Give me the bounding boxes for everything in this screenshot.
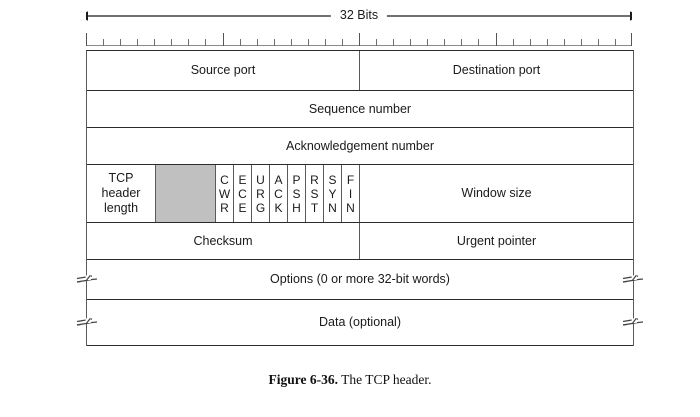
field-acknowledgement-number: Acknowledgement number bbox=[286, 138, 434, 153]
ruler-tick-major bbox=[86, 33, 87, 46]
ruler-tick-major bbox=[359, 33, 360, 46]
flag-bit-cwr-line-2: W bbox=[218, 186, 231, 201]
figure-number: Figure 6-36. bbox=[268, 372, 339, 387]
ruler-tick-minor bbox=[325, 39, 326, 46]
ruler-tick-minor bbox=[308, 39, 309, 46]
flag-bit-ece-line-3: E bbox=[238, 200, 247, 215]
ruler-tick-minor bbox=[274, 39, 275, 46]
field-checksum: Checksum bbox=[87, 223, 360, 259]
bit-width-label: 32 Bits bbox=[330, 7, 388, 23]
figure-caption: Figure 6-36. The TCP header. bbox=[0, 372, 700, 388]
field-source-port: Source port bbox=[87, 51, 360, 90]
ruler-tick-minor bbox=[461, 39, 462, 46]
flag-bit-rst-line-3: T bbox=[310, 200, 319, 215]
flag-bit-psh-line-1: P bbox=[292, 172, 301, 187]
row-ports: Source port Destination port bbox=[87, 51, 633, 91]
field-urgent-pointer: Urgent pointer bbox=[456, 233, 537, 248]
ruler-tick-minor bbox=[444, 39, 445, 46]
flag-bit-cwr-line-1: C bbox=[220, 172, 229, 187]
ruler-tick-minor bbox=[427, 39, 428, 46]
bit-width-arrow: 32 Bits bbox=[78, 7, 640, 28]
ruler-tick-minor bbox=[171, 39, 172, 46]
ruler-tick-minor bbox=[547, 39, 548, 46]
ruler-tick-minor bbox=[188, 39, 189, 46]
flag-bit-urg-line-1: U bbox=[256, 172, 265, 187]
field-reserved-bits bbox=[156, 165, 216, 222]
ruler-tick-minor bbox=[257, 39, 258, 46]
ruler-tick-major bbox=[631, 33, 632, 46]
flag-bit-ack-line-1: A bbox=[274, 172, 283, 187]
ruler-tick-minor bbox=[393, 39, 394, 46]
flag-bit-ece-line-2: C bbox=[238, 186, 247, 201]
ruler-tick-minor bbox=[154, 39, 155, 46]
ruler-tick-minor bbox=[513, 39, 514, 46]
field-tcp-header-length: TCP header length bbox=[87, 165, 156, 222]
flag-bit-psh-line-3: H bbox=[292, 200, 301, 215]
flag-bit-syn-line-1: S bbox=[328, 172, 337, 187]
row-sequence-number: Sequence number bbox=[87, 91, 633, 128]
row-data: Data (optional) bbox=[76, 300, 644, 346]
ruler-tick-minor bbox=[564, 39, 565, 46]
flag-bit-cwr-line-3: R bbox=[220, 200, 229, 215]
ruler-tick-minor bbox=[120, 39, 121, 46]
ruler-tick-minor bbox=[410, 39, 411, 46]
flag-bit-fin-line-1: F bbox=[346, 172, 355, 187]
flag-bit-fin-line-2: I bbox=[348, 186, 353, 201]
flag-bit-rst-line-1: R bbox=[310, 172, 319, 187]
ruler-tick-minor bbox=[376, 39, 377, 46]
flag-bit-ack-line-2: C bbox=[274, 186, 283, 201]
flag-bit-urg-line-3: G bbox=[255, 200, 266, 215]
ruler-tick-minor bbox=[615, 39, 616, 46]
tcp-header-length-line-2: header bbox=[101, 186, 141, 200]
field-window-size: Window size bbox=[461, 186, 532, 200]
ruler-tick-minor bbox=[530, 39, 531, 46]
flag-bit-rst-line-2: S bbox=[310, 186, 319, 201]
field-sequence-number: Sequence number bbox=[308, 101, 412, 116]
bit-ruler bbox=[86, 32, 632, 46]
tcp-header-length-line-1: TCP bbox=[108, 171, 134, 185]
flag-bit-urg-line-2: R bbox=[256, 186, 265, 201]
flag-bit-syn-line-3: N bbox=[328, 200, 337, 215]
flag-bit-ack-line-3: K bbox=[274, 200, 283, 215]
row-options: Options (0 or more 32-bit words) bbox=[76, 260, 644, 300]
row-checksum: Checksum Urgent pointer bbox=[87, 223, 633, 260]
ruler-tick-minor bbox=[581, 39, 582, 46]
figure-caption-text: The TCP header. bbox=[341, 372, 432, 387]
ruler-tick-major bbox=[496, 33, 497, 46]
ruler-tick-major bbox=[223, 33, 224, 46]
ruler-tick-minor bbox=[137, 39, 138, 46]
ruler-tick-minor bbox=[205, 39, 206, 46]
row-acknowledgement-number: Acknowledgement number bbox=[87, 128, 633, 165]
flag-bit-psh-line-2: S bbox=[292, 186, 301, 201]
ruler-tick-minor bbox=[342, 39, 343, 46]
ruler-tick-minor bbox=[240, 39, 241, 46]
field-destination-port: Destination port bbox=[452, 63, 541, 77]
tcp-header-length-line-3: length bbox=[103, 201, 139, 215]
flag-bit-syn-line-2: Y bbox=[328, 186, 337, 201]
field-options: Options (0 or more 32-bit words) bbox=[270, 272, 450, 286]
ruler-tick-minor bbox=[478, 39, 479, 46]
ruler-tick-minor bbox=[598, 39, 599, 46]
tcp-header-table: Source port Destination port Sequence nu… bbox=[76, 50, 644, 346]
field-data: Data (optional) bbox=[319, 315, 401, 329]
ruler-tick-minor bbox=[103, 39, 104, 46]
ruler-tick-minor bbox=[291, 39, 292, 46]
flag-bit-ece-line-1: E bbox=[238, 172, 247, 187]
flag-bit-fin-line-3: N bbox=[346, 200, 355, 215]
